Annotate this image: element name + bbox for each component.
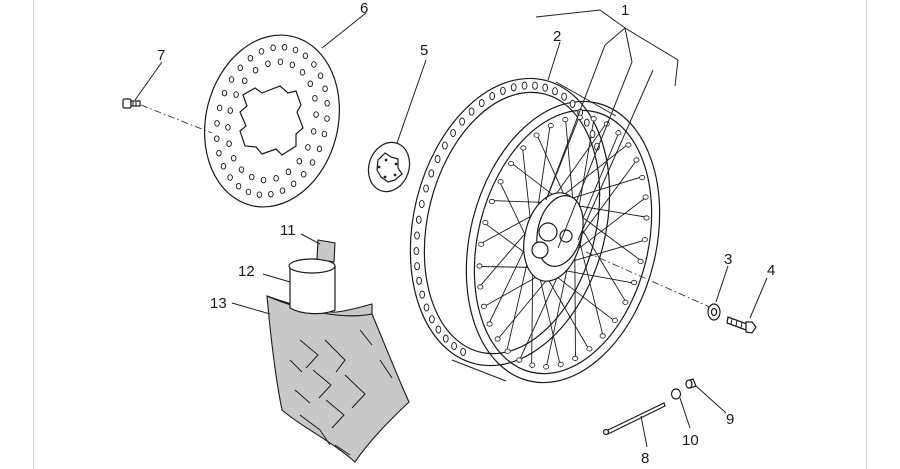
callout-5: 5 <box>420 42 428 59</box>
callout-11: 11 <box>280 222 296 239</box>
callout-10: 10 <box>682 432 699 449</box>
tyre[interactable] <box>266 295 410 463</box>
disc-vent-holes <box>214 44 330 198</box>
spoke-part[interactable] <box>602 402 666 436</box>
nipple-washer-part[interactable] <box>685 378 697 389</box>
bolt-axis-line <box>140 104 213 134</box>
callout-4: 4 <box>767 262 775 279</box>
callout-8: 8 <box>641 450 649 467</box>
callout-12: 12 <box>238 263 255 280</box>
tyre-tread <box>289 329 393 456</box>
frame-border-left <box>33 0 34 469</box>
frame-border-right <box>866 0 867 469</box>
callout-13: 13 <box>210 295 227 312</box>
callout-6: 6 <box>360 0 368 17</box>
axle-washer[interactable] <box>707 303 721 321</box>
spoke-nipples <box>476 114 650 370</box>
axle-axis-line <box>585 251 713 309</box>
spoked-wheel[interactable] <box>382 57 688 403</box>
brake-disc[interactable] <box>187 21 357 222</box>
leader-lines <box>134 12 768 448</box>
spoke-nipple-part[interactable] <box>670 388 682 400</box>
group-bracket <box>535 9 679 87</box>
disc-bolt[interactable] <box>122 98 141 109</box>
callout-1: 1 <box>621 2 629 19</box>
axle-bolt[interactable] <box>726 316 757 334</box>
callout-7: 7 <box>157 47 165 64</box>
inner-tube[interactable] <box>288 258 336 315</box>
rim-tape[interactable] <box>316 239 336 263</box>
hub-flange[interactable] <box>362 137 415 197</box>
callout-3: 3 <box>724 251 732 268</box>
callout-2: 2 <box>553 28 561 45</box>
rim-spoke-holes <box>413 81 600 356</box>
callout-9: 9 <box>726 411 734 428</box>
